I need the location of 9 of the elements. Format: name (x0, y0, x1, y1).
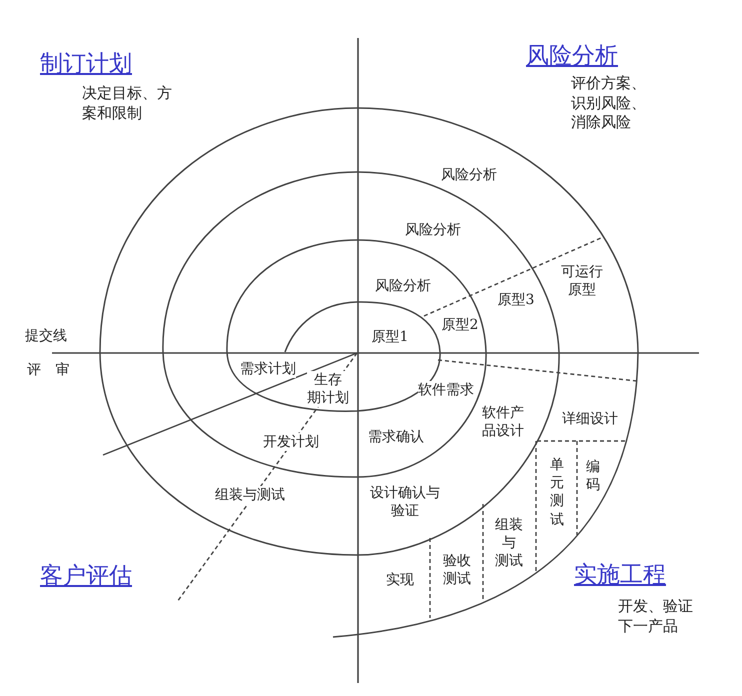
phase-label: 需求确认 (368, 428, 424, 446)
phase-label: 需求计划 (240, 360, 296, 378)
axis-label: 提交线 (25, 327, 67, 346)
phase-label: 开发计划 (263, 433, 319, 452)
phase-label: 单元测试 (550, 456, 564, 529)
quadrant-description: 决定目标、方案和限制 (82, 84, 172, 123)
phase-label: 生存期计划 (307, 371, 349, 408)
quadrant-description: 开发、验证下一产品 (618, 597, 693, 636)
phase-label: 组装与测试 (215, 486, 285, 504)
